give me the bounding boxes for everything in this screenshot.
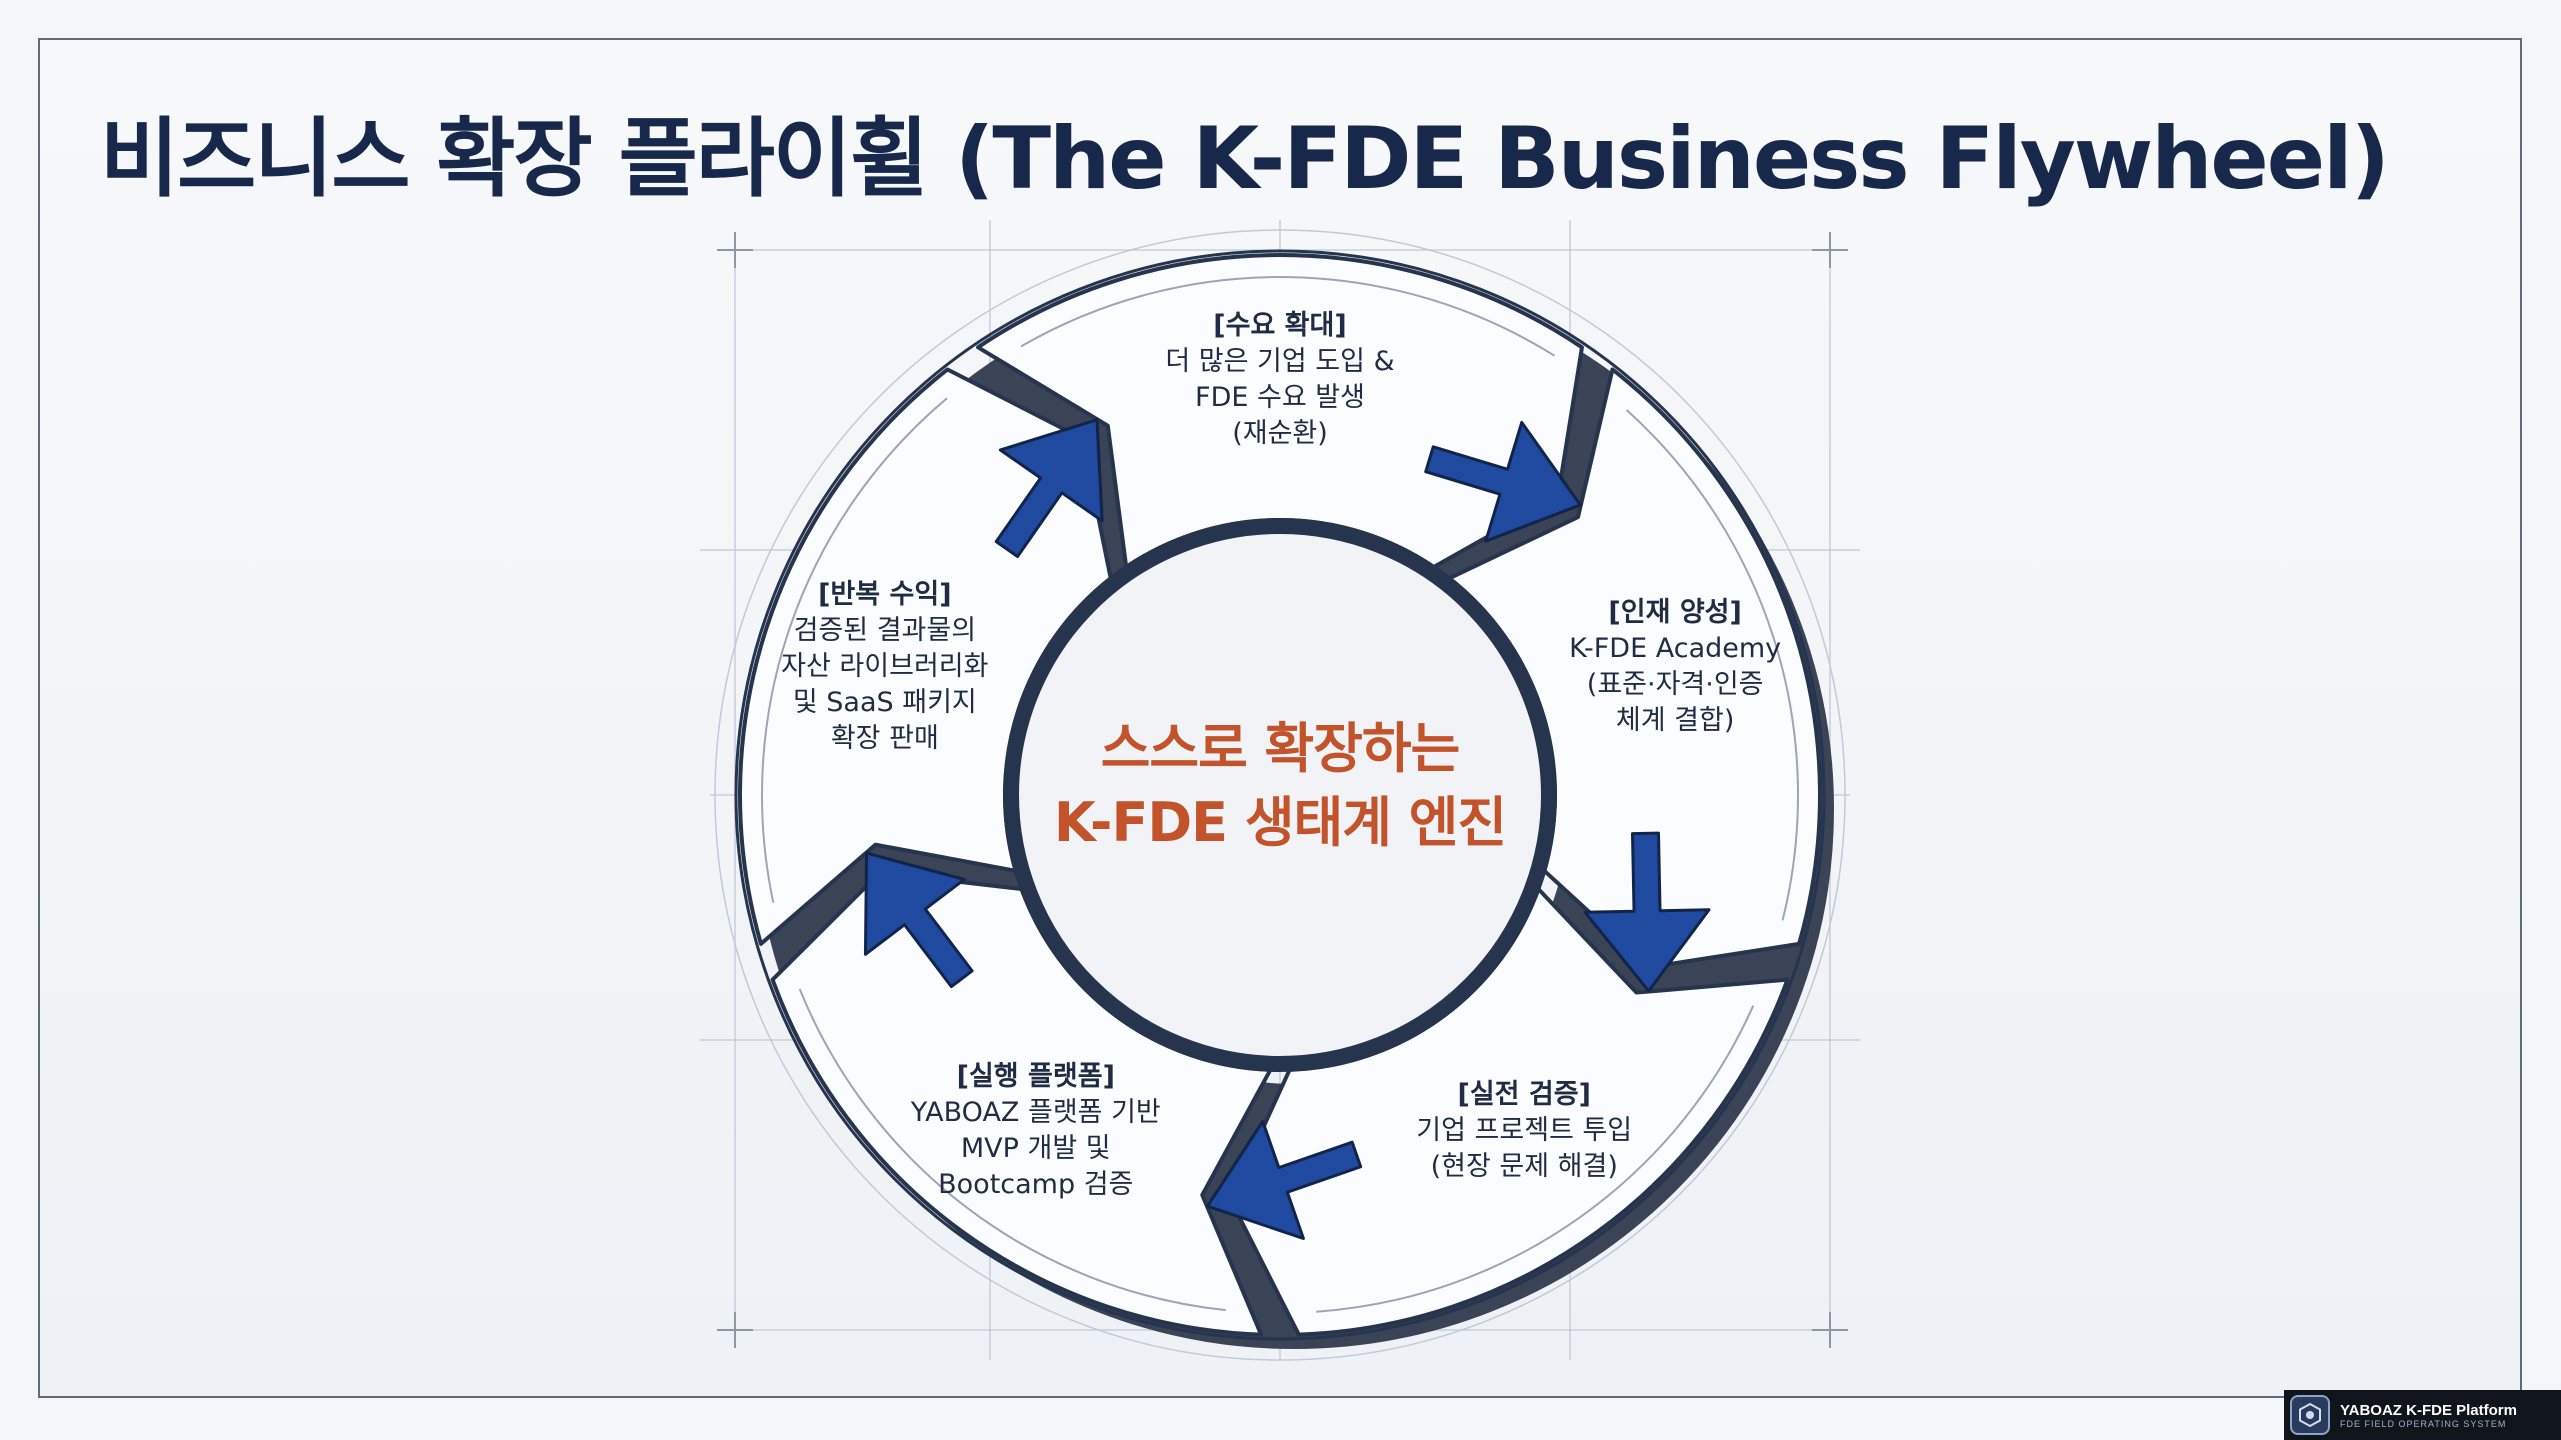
flow-arrow (1206, 1119, 1363, 1240)
segment-revenue-body: 검증된 결과물의 자산 라이브러리화 및 SaaS 패키지 확장 판매 (781, 614, 989, 754)
flywheel-arrows (863, 418, 1711, 1240)
flow-arrow (863, 851, 974, 989)
segment-demand-head: [수요 확대] (1213, 309, 1347, 341)
badge-subtitle: FDE FIELD OPERATING SYSTEM (2340, 1418, 2507, 1429)
flow-arrow (1583, 831, 1711, 993)
ring-inner-border (1003, 518, 1557, 1072)
platform-badge: YABOAZ K-FDE Platform FDE FIELD OPERATIN… (2284, 1390, 2561, 1440)
flow-arrow-shape (1583, 831, 1711, 993)
segment-revenue: [반복 수익] 검증된 결과물의 자산 라이브러리화 및 SaaS 패키지 확장… (735, 577, 1035, 757)
flow-arrow (994, 418, 1104, 559)
segment-inner-line (798, 988, 1226, 1312)
ring-outer-border (734, 249, 1826, 1341)
segment-validation: [실전 검증] 기업 프로젝트 투입 (현장 문제 해결) (1374, 1077, 1674, 1185)
segment-inner-line (1316, 1005, 1755, 1313)
segment-revenue-head: [반복 수익] (818, 578, 952, 610)
segment-demand-body: 더 많은 기업 도입 & FDE 수요 발생 (재순환) (1165, 345, 1395, 449)
flow-arrow-shape (994, 418, 1104, 559)
segment-validation-head: [실전 검증] (1457, 1079, 1591, 1111)
segment-talent-head: [인재 양성] (1608, 596, 1742, 628)
segment-inner-line (1020, 276, 1556, 357)
segment-platform-body: YABOAZ 플랫폼 기반 MVP 개발 및 Bootcamp 검증 (910, 1097, 1161, 1201)
slide-title: 비즈니스 확장 플라이휠 (The K-FDE Business Flywhee… (100, 109, 2390, 209)
segment-talent-body: K-FDE Academy (표준·자격·인증 체계 결합) (1569, 632, 1782, 736)
segment-demand: [수요 확대] 더 많은 기업 도입 & FDE 수요 발생 (재순환) (1130, 308, 1430, 452)
segment-validation-body: 기업 프로젝트 투입 (현장 문제 해결) (1416, 1115, 1633, 1183)
hexagon-logo-icon (2290, 1395, 2330, 1435)
flow-arrow-shape (1206, 1119, 1363, 1240)
flow-arrow-shape (863, 851, 974, 989)
segment-inner-line (1625, 409, 1799, 921)
segment-inner-line (761, 397, 948, 903)
segment-platform-head: [실행 플랫폼] (956, 1061, 1115, 1093)
center-label: 스스로 확장하는 K-FDE 생태계 엔진 (1053, 717, 1507, 854)
segment-talent: [인재 양성] K-FDE Academy (표준·자격·인증 체계 결합) (1525, 595, 1825, 739)
flow-arrow (1424, 420, 1582, 543)
flywheel-ring (734, 249, 1834, 1349)
flow-arrow-shape (1424, 420, 1582, 543)
badge-name: YABOAZ K-FDE Platform (2340, 1401, 2517, 1419)
segment-platform: [실행 플랫폼] YABOAZ 플랫폼 기반 MVP 개발 및 Bootcamp… (886, 1059, 1186, 1203)
blueprint-circle (714, 229, 1846, 1361)
